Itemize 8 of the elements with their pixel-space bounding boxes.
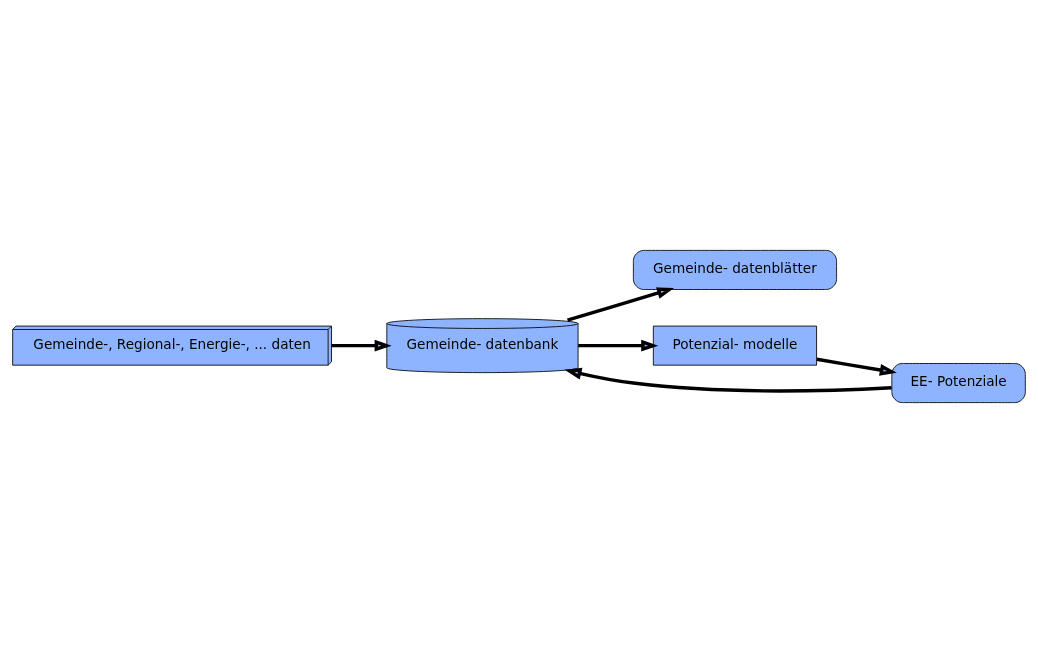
arrow bbox=[567, 287, 675, 322]
node-box: Potenzial- modelle bbox=[652, 325, 817, 366]
node-box: Gemeinde- datenblätter bbox=[632, 249, 837, 290]
node-box: EE- Potenziale bbox=[891, 363, 1026, 404]
arrow bbox=[331, 339, 392, 352]
arrow bbox=[578, 339, 659, 352]
arrow bbox=[816, 357, 897, 376]
arrow bbox=[564, 367, 892, 393]
